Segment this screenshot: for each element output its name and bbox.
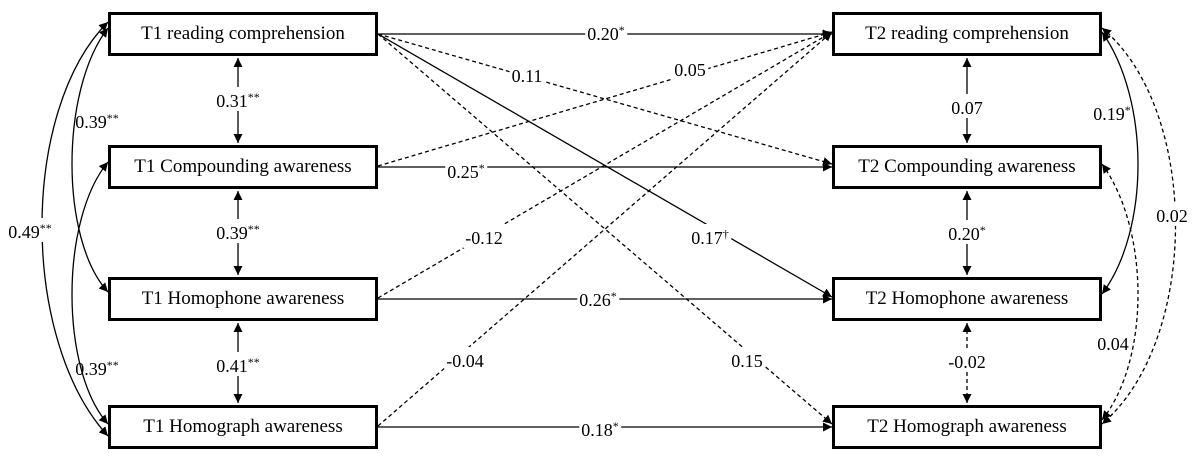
node-label: T2 Homograph awareness [867, 416, 1067, 437]
node-t1-compounding: T1 Compounding awareness [108, 145, 378, 189]
path-reading-to-compounding [377, 33, 833, 166]
coef-homograph-homograph: 0.18* [579, 416, 621, 440]
node-t1-homograph: T1 Homograph awareness [108, 405, 378, 449]
t2-corr-reading-homograph [1101, 27, 1177, 425]
node-label: T1 reading comprehension [141, 23, 345, 44]
coef-reading-homograph: 0.15 [729, 347, 765, 371]
t1-coef-homophone-homograph: 0.41** [214, 352, 262, 376]
t2-corr-reading-homophone [1101, 31, 1139, 295]
node-t1-reading: T1 reading comprehension [108, 12, 378, 56]
t2-coef-compounding-homograph: 0.04 [1097, 334, 1129, 354]
node-label: T1 Homograph awareness [143, 416, 343, 437]
node-t1-homophone: T1 Homophone awareness [108, 277, 378, 321]
t1-corr-compounding-homograph [71, 161, 109, 425]
coef-reading-reading: 0.20* [585, 20, 627, 44]
coef-compounding-compounding: 0.25* [445, 158, 487, 182]
node-label: T2 Homophone awareness [865, 288, 1069, 309]
node-t2-homograph: T2 Homograph awareness [832, 405, 1102, 449]
coef-reading-homophone: 0.17† [689, 224, 731, 248]
t2-coef-compounding-homophone: 0.20* [946, 220, 988, 244]
coef-homograph-reading: -0.04 [444, 347, 486, 371]
t1-coef-reading-compounding: 0.31** [214, 87, 262, 111]
node-label: T2 reading comprehension [865, 23, 1069, 44]
node-label: T2 Compounding awareness [858, 156, 1076, 177]
t2-coef-reading-compounding: 0.07 [949, 94, 985, 118]
t2-coef-reading-homophone: 0.19* [1093, 103, 1131, 124]
t1-coef-reading-homophone: 0.39** [75, 111, 119, 132]
t1-corr-reading-homophone [71, 27, 109, 293]
t2-corr-compounding-homograph [1101, 163, 1139, 421]
coef-compounding-reading: 0.05 [672, 56, 708, 80]
node-t2-reading: T2 reading comprehension [832, 12, 1102, 56]
node-t2-compounding: T2 Compounding awareness [832, 145, 1102, 189]
t1-coef-compounding-homophone: 0.39** [214, 219, 262, 243]
coef-homophone-reading: -0.12 [463, 224, 505, 248]
node-label: T1 Compounding awareness [134, 156, 352, 177]
coef-reading-compounding: 0.11 [509, 62, 545, 86]
coef-homophone-homophone: 0.26* [577, 286, 619, 310]
t1-coef-reading-homograph: 0.49** [6, 218, 54, 242]
t1-coef-compounding-homograph: 0.39** [75, 358, 119, 379]
path-homophone-to-reading [377, 31, 833, 299]
t2-coef-reading-homograph: 0.02 [1154, 202, 1190, 226]
node-label: T1 Homophone awareness [141, 288, 345, 309]
path-compounding-to-reading [377, 30, 833, 167]
t2-coef-homophone-homograph: -0.02 [946, 348, 988, 372]
node-t2-homophone: T2 Homophone awareness [832, 277, 1102, 321]
